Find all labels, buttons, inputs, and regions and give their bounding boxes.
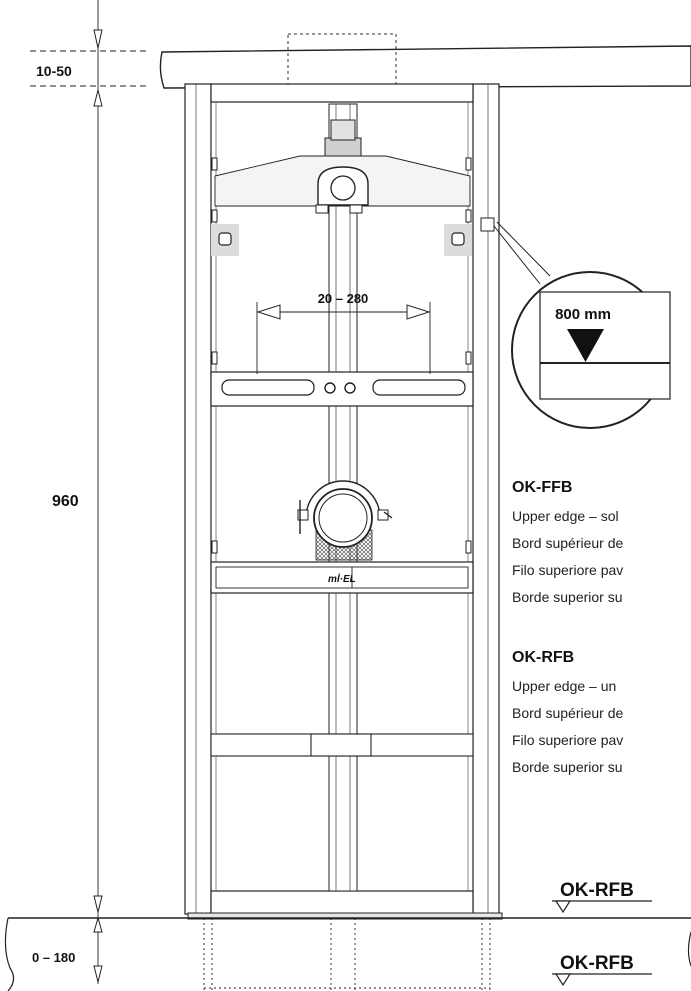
ceiling-slab [159, 33, 691, 89]
brand-logo: mİ·EL [328, 572, 356, 585]
legend-ffb-line: Borde superior su [512, 589, 623, 605]
legend-rfb-line: Filo superiore pav [512, 732, 623, 748]
legend-ffb-line: Bord supérieur de [512, 535, 624, 551]
legend-rfb-line: Bord supérieur de [512, 705, 624, 721]
upper-bracket [214, 119, 471, 214]
dimension-lines-left [30, 0, 150, 984]
height-callout [493, 221, 671, 429]
drain-connection [297, 480, 393, 561]
dimension-adjust-width: 20 – 280 [318, 291, 369, 306]
legend-rfb-title: OK-RFB [512, 649, 574, 666]
legend-ffb-title: OK-FFB [512, 479, 572, 496]
floor-slab [4, 917, 691, 991]
dimension-floor-range: 0 – 180 [32, 950, 75, 965]
legend-rfb: OK-RFB Upper edge – un Bord supérieur de… [512, 649, 624, 775]
brand-plate [210, 561, 474, 594]
legend-rfb-line: Upper edge – un [512, 678, 616, 694]
dimension-total-height: 960 [52, 493, 79, 510]
level-marker-lower [552, 973, 652, 987]
legend-ffb-line: Upper edge – sol [512, 508, 619, 524]
dimension-top-gap: 10-50 [36, 63, 72, 79]
legend-ffb: OK-FFB Upper edge – sol Bord supérieur d… [512, 479, 624, 605]
level-marker-upper [552, 900, 652, 914]
side-clamps [211, 217, 495, 256]
adjust-width-dimension [256, 302, 431, 374]
legend-rfb-line: Borde superior su [512, 759, 623, 775]
level-marker-upper-label: OK-RFB [560, 880, 634, 901]
mounting-rail [210, 371, 474, 407]
frame-small-holes [211, 157, 472, 554]
lower-crossbar [210, 733, 474, 757]
callout-label: 800 mm [555, 306, 611, 323]
legend-ffb-line: Filo superiore pav [512, 562, 623, 578]
level-marker-lower-label: OK-RFB [560, 953, 634, 974]
